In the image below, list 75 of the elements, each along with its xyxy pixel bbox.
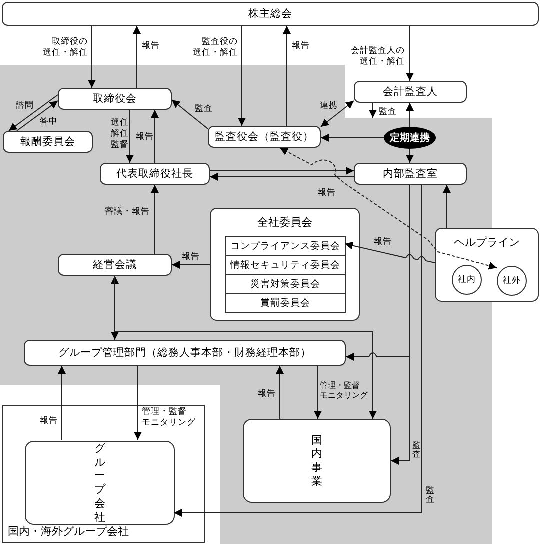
edge-label: 報告 [374,237,392,248]
edge-label: 審議・報告 [105,207,150,218]
vertical-text: 国内事業 [312,434,322,488]
arrow [133,26,141,88]
edge-label: 選任解任監督 [111,118,129,152]
arrow [369,102,377,118]
arrow [390,184,410,465]
committee-row: 災害対策委員会 [225,274,346,294]
arrow [210,173,354,181]
committee-row: コンプライアンス委員会 [225,236,346,256]
edge-label: 報告 [142,41,160,52]
arrow [8,94,58,132]
group-frame [2,405,205,543]
arrow [16,100,58,132]
edge-label: 報告 [136,132,154,144]
arrow [280,148,498,270]
org-box: 代表取締役社長 [100,163,210,185]
arrow [172,100,208,130]
edge-label: 監査 [412,442,420,460]
circle-node: 社外 [497,266,527,296]
vertical-text: グループ会社 [94,442,106,524]
arrow [406,26,414,82]
org-box [243,419,391,503]
org-box: 監査役会（監査役） [208,126,321,148]
edge-label: 監査 [426,487,435,506]
arrow [238,26,246,126]
edge-label: 連携 [320,101,338,112]
org-box: 株主総会 [2,2,539,26]
org-box: 会計監査人 [354,81,467,103]
arrow [114,276,377,420]
edge-label: 管理・監督モニタリング [142,407,196,430]
edge-label: 報告 [40,416,58,428]
arrow [210,167,354,175]
edge-label: 監査 [379,107,397,118]
edge-label: 報告 [318,188,336,200]
group-frame [435,228,539,302]
edge-label: 取締役の選任・解任 [43,37,88,60]
org-box: 報酬委員会 [3,131,93,153]
edge-label: 諮問 [16,101,34,112]
arrow [151,110,159,164]
edge-label: 報告 [258,389,276,400]
arrow [111,276,119,340]
org-box: 内部監査室 [354,163,467,185]
org-box [25,441,175,525]
committee-row: 情報セキュリティ委員会 [225,255,346,275]
group-heading: 国内・海外グループ会社 [8,524,129,539]
arrow [174,184,422,517]
edge-label: 監査役の選任・解任 [193,37,238,60]
arrow [443,184,451,228]
arrow [314,366,322,420]
edge-label: 報告 [292,41,310,52]
arrow [344,242,436,264]
arrow [406,102,414,128]
arrow [151,184,159,254]
edge-label: 報告 [182,252,200,264]
arrow [172,261,210,269]
edge-label: 会計監査人の選任・解任 [351,46,405,68]
arrow [406,148,414,164]
arrow [320,100,354,128]
arrow [283,26,291,126]
arrow [88,26,96,88]
edge-label: 答申 [40,117,58,128]
arrow [276,366,284,420]
org-box: 取締役会 [58,88,172,110]
arrow [320,134,384,142]
arrow [58,366,66,440]
org-box: グループ管理部門（総務人事本部・財務経理本部） [24,340,346,366]
group-heading: 全社委員会 [258,215,312,230]
group-frame [210,208,360,321]
committee-row: 賞罰委員会 [225,293,346,313]
arrow [126,110,134,164]
arrow [134,366,142,440]
edge-label: 監査 [195,104,213,116]
org-box: 経営会議 [58,254,172,276]
group-heading: ヘルプライン [454,235,520,250]
